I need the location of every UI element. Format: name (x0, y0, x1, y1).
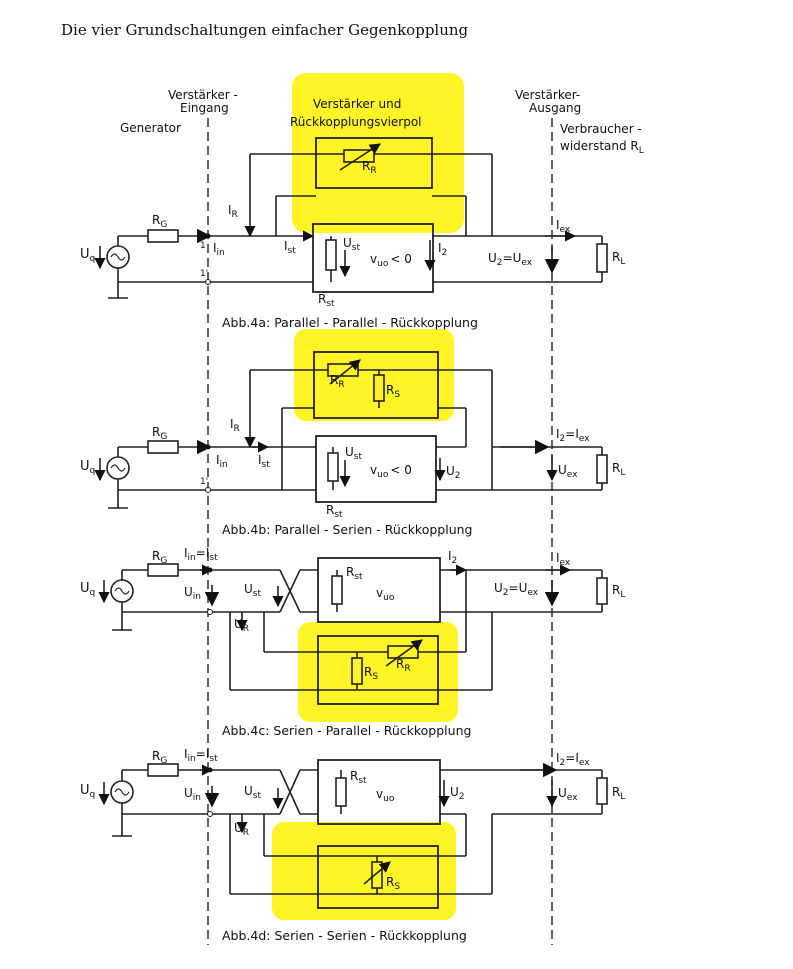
circuit-4a: Uq RG IR Iin 1 1' Ist Ust vuo< 0 I2 RR R… (80, 137, 625, 309)
circuit-4b: Uq RG IR Iin 1' Ist Ust vuo< 0 U2 RR RS … (80, 351, 625, 520)
amplifier-box-4d (317, 759, 441, 825)
svg-text:Uq: Uq (80, 247, 95, 264)
svg-text:Uin: Uin (184, 786, 201, 803)
svg-text:RS: RS (386, 383, 400, 400)
svg-text:I2=Iex: I2=Iex (556, 427, 590, 444)
svg-text:vuo< 0: vuo< 0 (370, 252, 412, 269)
label-verstaerker-ausgang-2: Ausgang (529, 101, 581, 115)
svg-text:Ust: Ust (244, 582, 261, 599)
resistor-rg-icon (147, 229, 179, 243)
svg-text:1': 1' (200, 269, 208, 279)
resistor-rg-icon (147, 440, 179, 454)
svg-text:Iin: Iin (216, 453, 228, 470)
svg-text:RS: RS (364, 665, 378, 682)
caption-4b: Abb.4b: Parallel - Serien - Rückkopplung (222, 522, 473, 537)
label-verstaerker-ausgang-1: Verstärker- (515, 88, 580, 102)
svg-text:RR: RR (396, 657, 411, 674)
svg-text:vuo: vuo (376, 787, 395, 804)
svg-text:Uin: Uin (184, 585, 201, 602)
svg-text:U2: U2 (450, 785, 465, 802)
resistor-rl-icon (596, 577, 608, 605)
svg-text:vuo: vuo (376, 586, 395, 603)
svg-text:RG: RG (152, 425, 167, 442)
svg-text:UR: UR (234, 821, 249, 838)
resistor-rst-icon (327, 452, 339, 482)
svg-text:RG: RG (152, 749, 167, 766)
svg-text:IR: IR (230, 417, 240, 434)
label-verbraucher-2: widerstand RL (560, 139, 644, 156)
svg-text:1': 1' (200, 477, 208, 487)
circuit-4d: Uq RG Iin=Ist Uin Ust UR Rst vuo U2 RS I… (80, 747, 625, 909)
svg-text:Uq: Uq (80, 459, 95, 476)
svg-text:RL: RL (612, 250, 625, 267)
resistor-rl-icon (596, 777, 608, 805)
svg-text:Uq: Uq (80, 783, 95, 800)
feedback-box-4d (317, 845, 439, 909)
resistor-rl-icon (596, 454, 608, 484)
svg-text:Uq: Uq (80, 581, 95, 598)
label-verstaerker-eingang-2: Eingang (180, 101, 229, 115)
svg-text:I2: I2 (448, 549, 457, 566)
svg-text:Iex: Iex (556, 551, 571, 568)
circuit-4c: Uq RG Iin=Ist Uin Ust UR Rst vuo I2 U2=U… (80, 546, 625, 705)
svg-text:Rst: Rst (346, 565, 363, 582)
svg-text:I2=Iex: I2=Iex (556, 751, 590, 768)
resistor-rst-icon (331, 575, 343, 605)
header-labels: Verstärker - Eingang Generator Verstärke… (120, 88, 644, 156)
caption-4d: Abb.4d: Serien - Serien - Rückkopplung (222, 928, 467, 943)
svg-text:RR: RR (330, 373, 345, 390)
svg-text:I2: I2 (438, 241, 447, 258)
label-verstaerker-eingang-1: Verstärker - (168, 88, 238, 102)
svg-text:RL: RL (612, 461, 625, 478)
resistor-rr-icon (343, 149, 375, 163)
label-vierpol-2: Rückkopplungsvierpol (290, 115, 422, 129)
svg-text:Iin: Iin (213, 241, 225, 258)
amplifier-box-4b (315, 435, 437, 503)
svg-text:Ust: Ust (244, 784, 261, 801)
svg-text:Ist: Ist (284, 239, 296, 256)
caption-4a: Abb.4a: Parallel - Parallel - Rückkopplu… (222, 315, 478, 330)
page-title: Die vier Grundschaltungen einfacher Gege… (61, 21, 469, 39)
amplifier-box-4c (317, 557, 441, 623)
svg-text:Rst: Rst (326, 503, 343, 520)
svg-text:RL: RL (612, 785, 625, 802)
svg-text:U2=Uex: U2=Uex (488, 251, 533, 268)
svg-text:UR: UR (234, 617, 249, 634)
svg-text:Uex: Uex (558, 463, 578, 480)
caption-4c: Abb.4c: Serien - Parallel - Rückkopplung (222, 723, 471, 738)
svg-text:Uex: Uex (558, 786, 578, 803)
svg-text:1: 1 (200, 241, 206, 251)
svg-text:RR: RR (362, 159, 377, 176)
label-vierpol-1: Verstärker und (313, 97, 401, 111)
svg-text:Iex: Iex (556, 218, 571, 235)
feedback-box-4b (313, 351, 439, 419)
label-generator: Generator (120, 121, 181, 135)
svg-text:Rst: Rst (350, 769, 367, 786)
resistor-rl-icon (596, 243, 608, 273)
label-verbraucher-1: Verbraucher - (560, 122, 642, 136)
svg-text:RG: RG (152, 549, 167, 566)
svg-text:Iin=Ist: Iin=Ist (184, 747, 218, 764)
svg-text:Ust: Ust (345, 445, 362, 462)
svg-text:Rst: Rst (318, 292, 335, 309)
svg-text:Ist: Ist (258, 453, 270, 470)
highlight-vierpol-d (272, 822, 456, 920)
svg-text:RG: RG (152, 213, 167, 230)
svg-text:RS: RS (386, 875, 400, 892)
resistor-rst-icon (325, 239, 337, 271)
svg-text:U2: U2 (446, 464, 461, 481)
resistor-rst-icon (335, 777, 347, 807)
svg-text:vuo< 0: vuo< 0 (370, 463, 412, 480)
svg-text:RL: RL (612, 583, 625, 600)
svg-text:U2=Uex: U2=Uex (494, 581, 539, 598)
feedback-box-4c (317, 635, 439, 705)
svg-text:IR: IR (228, 203, 238, 220)
svg-text:Iin=Ist: Iin=Ist (184, 546, 218, 563)
amplifier-box-4a (312, 223, 434, 293)
feedback-box-4a (315, 137, 433, 189)
svg-text:Ust: Ust (343, 236, 360, 253)
